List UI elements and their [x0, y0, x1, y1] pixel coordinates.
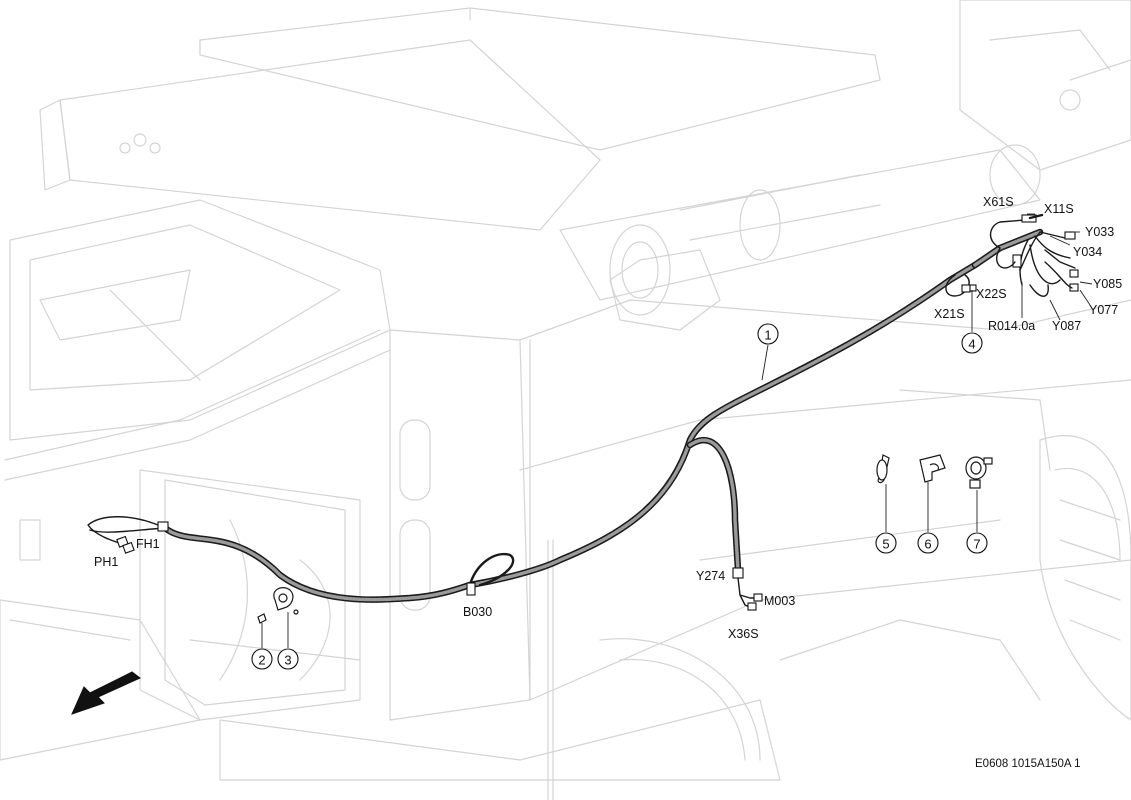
clip-part-6: [919, 454, 946, 483]
sensor-b030: [466, 582, 476, 596]
connectors-upper-right: [945, 213, 1079, 297]
svg-text:4: 4: [968, 337, 975, 352]
drawing-reference: E0608 1015A150A 1: [975, 758, 1081, 770]
label-y033: Y033: [1085, 225, 1114, 239]
direction-arrow-icon: [71, 671, 141, 715]
label-x11s: X11S: [1044, 202, 1074, 216]
label-fh1: FH1: [136, 537, 160, 551]
main-harness: [161, 228, 1044, 603]
svg-text:2: 2: [258, 653, 265, 668]
callout-6: 6: [917, 532, 939, 554]
label-m003: M003: [764, 594, 795, 608]
callout-4: 4: [961, 332, 983, 354]
svg-text:1: 1: [764, 328, 771, 343]
clip-part-3: [273, 587, 299, 615]
label-y274: Y274: [696, 569, 725, 583]
svg-text:5: 5: [882, 537, 889, 552]
label-x61s: X61S: [983, 195, 1014, 209]
label-y087: Y087: [1052, 319, 1081, 333]
label-r014: R014.0a: [988, 319, 1035, 333]
label-x36s: X36S: [728, 627, 759, 641]
callout-2: 2: [251, 648, 273, 670]
leader-lines: [261, 213, 1093, 648]
connectors-left: [87, 516, 169, 554]
label-y077: Y077: [1089, 303, 1118, 317]
svg-text:3: 3: [284, 653, 291, 668]
callout-3: 3: [277, 648, 299, 670]
svg-text:7: 7: [973, 537, 980, 552]
label-x21s: X21S: [934, 307, 965, 321]
cable-tie-part-5: [876, 454, 890, 484]
component-labels: FH1 PH1 B030 Y274 M003 X36S X61S X11S Y0…: [94, 195, 1122, 641]
clamp-part-7: [965, 456, 993, 489]
label-ph1: PH1: [94, 555, 118, 569]
svg-text:6: 6: [924, 537, 931, 552]
callout-5: 5: [875, 532, 897, 554]
callout-7: 7: [966, 532, 988, 554]
callout-1: 1: [757, 323, 779, 345]
nut-part-2: [257, 613, 267, 624]
label-x22s: X22S: [976, 287, 1007, 301]
label-y034: Y034: [1073, 245, 1102, 259]
connectors-y274-m003: [732, 567, 763, 611]
label-y085: Y085: [1093, 277, 1122, 291]
label-b030: B030: [463, 605, 492, 619]
